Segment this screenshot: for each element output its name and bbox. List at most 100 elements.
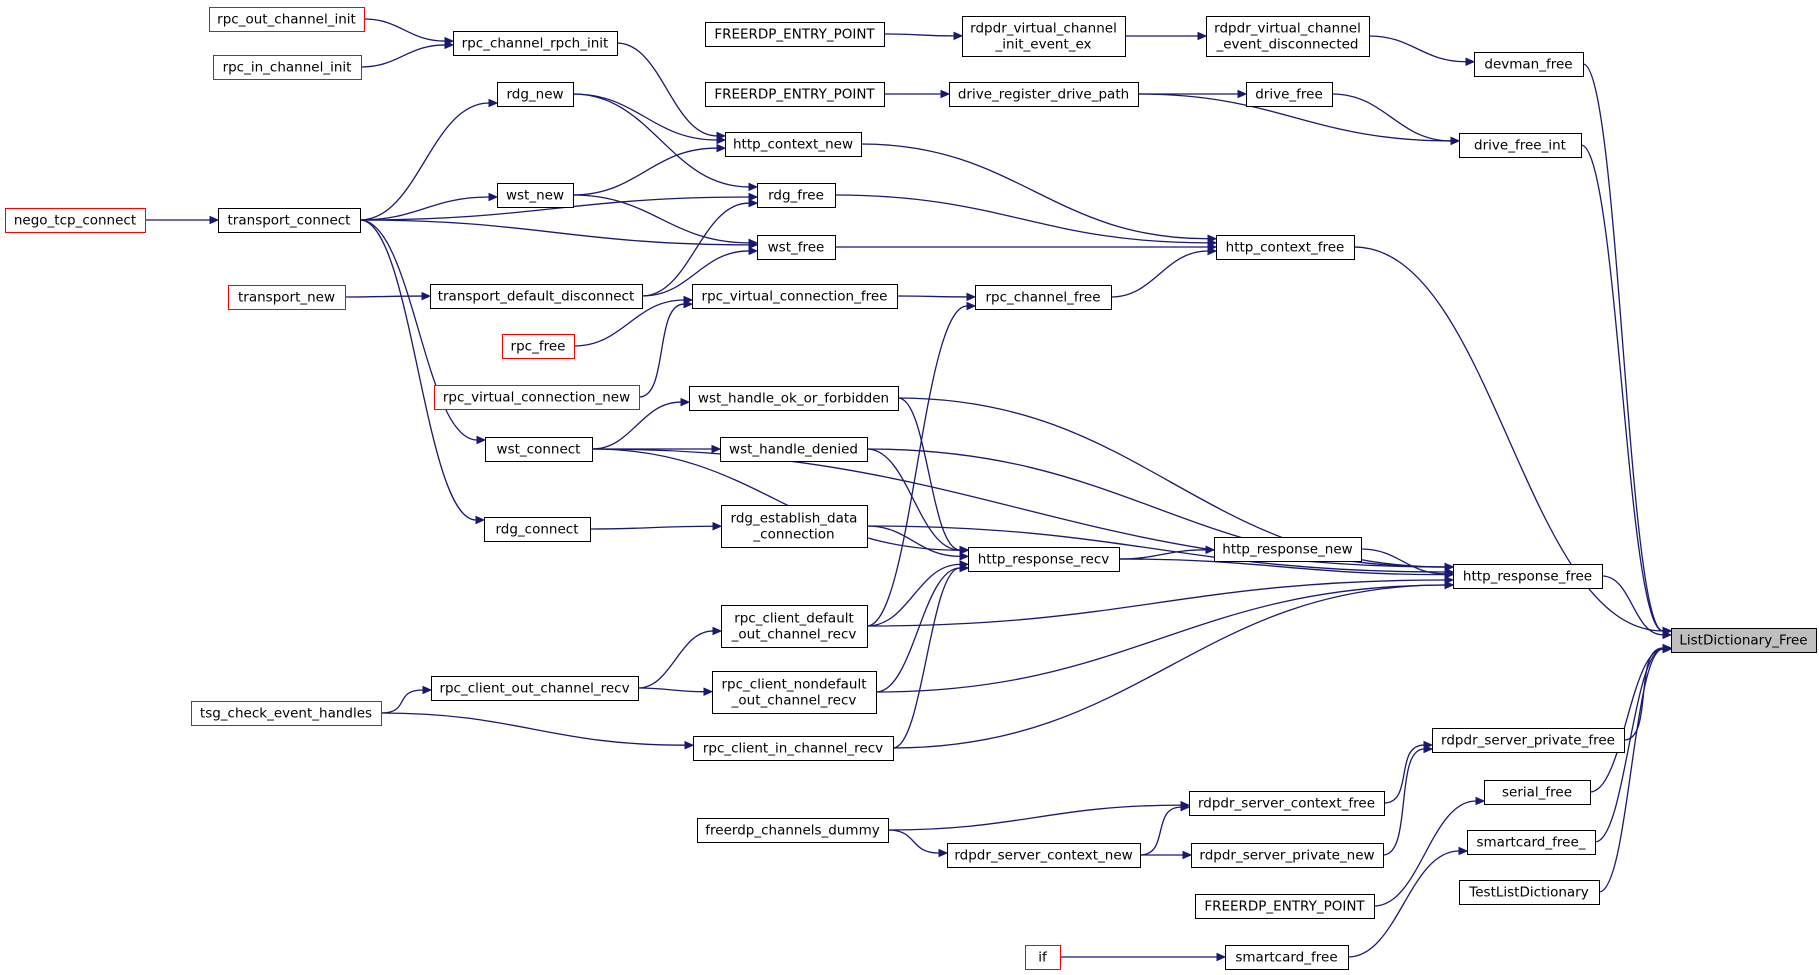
node-wst-handle-ok-or-forbidden[interactable]: wst_handle_ok_or_forbidden (689, 386, 899, 411)
node-rdpdr-server-private-free[interactable]: rdpdr_server_private_free (1432, 728, 1625, 753)
node-rdpdr-server-private-new[interactable]: rdpdr_server_private_new (1191, 843, 1384, 868)
edge-arrowhead (1207, 246, 1218, 256)
node-rpc-client-out-channel-recv[interactable]: rpc_client_out_channel_recv (431, 676, 639, 701)
node-box (697, 818, 889, 843)
node-testlistdictionary[interactable]: TestListDictionary (1459, 880, 1600, 905)
edge-drive-free-int-to-listdictionary-free (1580, 144, 1664, 632)
node-devman-free[interactable]: devman_free (1474, 52, 1584, 77)
node-rdpdr-server-context-free[interactable]: rdpdr_server_context_free (1189, 791, 1385, 816)
node-rdpdr-virtual-channel-event-disconnected[interactable]: rdpdr_virtual_channel_event_disconnected (1206, 16, 1370, 57)
edge-arrowhead (953, 31, 964, 41)
node-http-context-free[interactable]: http_context_free (1216, 235, 1355, 260)
node-box (1459, 880, 1600, 905)
edge-rpc-in-channel-init-to-rpc-channel-rpch-init (360, 44, 446, 68)
node-rpc-out-channel-init[interactable]: rpc_out_channel_init (209, 7, 365, 32)
node-rdg-new[interactable]: rdg_new (497, 82, 574, 107)
node-freerdp-channels-dummy[interactable]: freerdp_channels_dummy (697, 818, 889, 843)
node-rdpdr-virtual-channel-init-event-ex[interactable]: rdpdr_virtual_channel_init_event_ex (962, 16, 1126, 57)
node-transport-new[interactable]: transport_new (228, 285, 346, 310)
node-http-response-free[interactable]: http_response_free (1453, 564, 1603, 589)
edge-wst-handle-ok-or-forbidden-to-http-response-free (897, 397, 1446, 568)
edge-arrowhead (1444, 580, 1455, 590)
node-rpc-client-nondefault-out-channel-recv[interactable]: rpc_client_nondefault_out_channel_recv (712, 671, 877, 714)
edge-drive-register-drive-path-to-drive-free-int (1137, 93, 1452, 142)
edge-fep3-to-serial-free (1373, 800, 1477, 907)
node-wst-handle-denied[interactable]: wst_handle_denied (720, 437, 868, 462)
node-rpc-virtual-connection-free[interactable]: rpc_virtual_connection_free (692, 284, 898, 309)
node-rpc-channel-rpch-init[interactable]: rpc_channel_rpch_init (453, 31, 618, 56)
nodes-layer: rpc_out_channel_initrpc_in_channel_initr… (5, 7, 1817, 970)
node-rdg-free[interactable]: rdg_free (757, 183, 836, 208)
node-rdg-connect[interactable]: rdg_connect (484, 517, 591, 542)
node-fep1[interactable]: FREERDP_ENTRY_POINT (705, 22, 885, 47)
node-smartcard-free[interactable]: smartcard_free (1225, 945, 1349, 970)
edge-rpc-client-nondefault-out-channel-recv-to-http-response-recv (875, 567, 961, 693)
node-http-response-recv[interactable]: http_response_recv (968, 547, 1120, 572)
node-box (1225, 945, 1349, 970)
node-tsg-check-event-handles[interactable]: tsg_check_event_handles (191, 701, 382, 726)
node-drive-free[interactable]: drive_free (1246, 82, 1333, 107)
node-label: _out_channel_recv (731, 627, 857, 643)
node-label: http_context_new (733, 137, 853, 153)
node-nego-tcp-connect[interactable]: nego_tcp_connect (5, 208, 146, 233)
node-label: rpc_out_channel_init (217, 12, 356, 28)
node-box (431, 676, 639, 701)
edge-rdpdr-virtual-channel-event-disconnected-to-devman-free (1368, 35, 1467, 63)
node-transport-connect[interactable]: transport_connect (218, 208, 361, 233)
node-http-response-new[interactable]: http_response_new (1214, 537, 1362, 562)
node-drive-free-int[interactable]: drive_free_int (1459, 133, 1582, 158)
node-rpc-virtual-connection-new[interactable]: rpc_virtual_connection_new (434, 385, 640, 410)
node-box (720, 437, 868, 462)
node-rpc-in-channel-init[interactable]: rpc_in_channel_init (213, 55, 362, 80)
edge-rpc-client-default-out-channel-recv-to-http-response-free (866, 579, 1446, 627)
node-rdpdr-server-context-new[interactable]: rdpdr_server_context_new (947, 843, 1141, 868)
node-rpc-client-in-channel-recv[interactable]: rpc_client_in_channel_recv (693, 736, 894, 761)
node-listdictionary-free[interactable]: ListDictionary_Free (1671, 628, 1817, 653)
node-box (497, 183, 574, 208)
node-box (1216, 235, 1355, 260)
edge-arrowhead (712, 521, 723, 531)
node-label: transport_new (238, 290, 335, 306)
node-fep3[interactable]: FREERDP_ENTRY_POINT (1195, 894, 1375, 919)
node-label: rpc_virtual_connection_new (443, 390, 630, 406)
node-smartcard-free-[interactable]: smartcard_free_ (1467, 830, 1596, 855)
edge-arrowhead (683, 299, 694, 309)
node-box (705, 22, 885, 47)
edges-layer (145, 18, 1673, 962)
node-rpc-free[interactable]: rpc_free (502, 334, 575, 359)
edge-transport-connect-to-wst-free (359, 219, 750, 246)
edge-arrowhead (711, 444, 722, 454)
node-label: rpc_client_default (734, 611, 854, 627)
node-if[interactable]: if (1025, 945, 1061, 970)
node-rpc-channel-free[interactable]: rpc_channel_free (975, 285, 1112, 310)
node-wst-free[interactable]: wst_free (757, 235, 836, 260)
node-box (1467, 830, 1596, 855)
edge-wst-handle-denied-to-http-response-recv (866, 448, 961, 551)
node-box (1671, 628, 1817, 653)
node-drive-register-drive-path[interactable]: drive_register_drive_path (949, 82, 1139, 107)
edge-rdpdr-server-context-new-to-rdpdr-server-context-free (1139, 806, 1182, 856)
node-label: FREERDP_ENTRY_POINT (714, 27, 875, 43)
edge-arrowhead (1423, 744, 1434, 754)
edge-rpc-client-default-out-channel-recv-to-http-response-recv (866, 563, 961, 627)
edge-http-context-new-to-http-context-free (860, 143, 1209, 240)
node-rpc-client-default-out-channel-recv[interactable]: rpc_client_default_out_channel_recv (721, 605, 868, 648)
edge-arrowhead (712, 626, 723, 636)
node-box (1189, 791, 1385, 816)
node-box (689, 386, 899, 411)
node-transport-default-disconnect[interactable]: transport_default_disconnect (430, 284, 643, 309)
edge-rpc-free-to-rpc-virtual-connection-free (573, 299, 685, 347)
node-rdg-establish-data-connection[interactable]: rdg_establish_data_connection (721, 505, 868, 548)
node-serial-free[interactable]: serial_free (1484, 780, 1591, 805)
node-fep2[interactable]: FREERDP_ENTRY_POINT (705, 82, 885, 107)
node-http-context-new[interactable]: http_context_new (725, 132, 862, 157)
node-label: rpc_client_nondefault (722, 677, 867, 693)
node-box (721, 605, 868, 648)
node-wst-new[interactable]: wst_new (497, 183, 574, 208)
node-label: wst_free (768, 240, 825, 256)
node-wst-connect[interactable]: wst_connect (485, 437, 593, 462)
edge-rdpdr-server-private-new-to-rdpdr-server-private-free (1382, 748, 1425, 856)
node-box (975, 285, 1112, 310)
edge-devman-free-to-listdictionary-free (1582, 63, 1664, 632)
edge-arrowhead (1237, 89, 1248, 99)
